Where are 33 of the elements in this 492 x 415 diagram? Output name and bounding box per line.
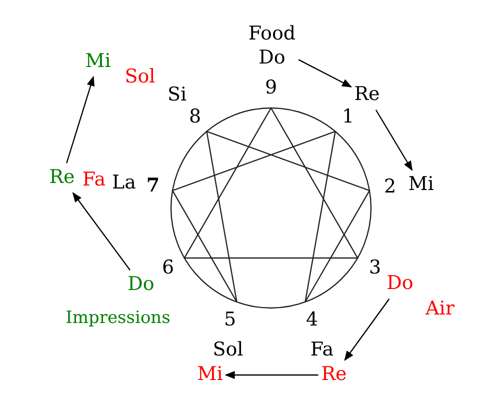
note-name: Mi xyxy=(197,363,223,387)
point-number: 1 xyxy=(342,106,354,128)
note-name: Re xyxy=(354,83,380,107)
arrow xyxy=(375,110,413,171)
arrow xyxy=(344,298,390,361)
point-number: 9 xyxy=(264,76,278,100)
arrow xyxy=(224,371,318,379)
point-number: 2 xyxy=(384,176,396,198)
note-name: Sol xyxy=(212,338,244,362)
heading-text: Food xyxy=(248,22,296,46)
caption-text: Impressions xyxy=(66,308,170,328)
note-name: Do xyxy=(128,273,154,297)
note-name: La xyxy=(112,172,136,194)
point-number: 4 xyxy=(306,308,318,332)
arrow xyxy=(72,192,130,270)
note-name: Fa xyxy=(310,338,334,362)
note-name: Mi xyxy=(408,173,434,197)
point-number: 7 xyxy=(146,174,160,198)
arrow xyxy=(298,59,352,88)
point-number: 5 xyxy=(224,308,236,332)
point-number: 3 xyxy=(368,256,382,280)
note-name: Fa xyxy=(82,168,106,192)
point-number: 8 xyxy=(188,106,202,128)
note-name: Do xyxy=(386,272,414,296)
arrow xyxy=(66,76,95,164)
caption-text: Air xyxy=(426,298,454,320)
note-name: Re xyxy=(321,363,347,387)
point-number: 6 xyxy=(162,256,174,280)
note-name: Mi xyxy=(85,50,111,74)
note-name: Si xyxy=(167,84,187,106)
note-name: Re xyxy=(49,166,75,190)
note-name: Sol xyxy=(124,66,156,88)
note-name: Do xyxy=(258,46,286,70)
